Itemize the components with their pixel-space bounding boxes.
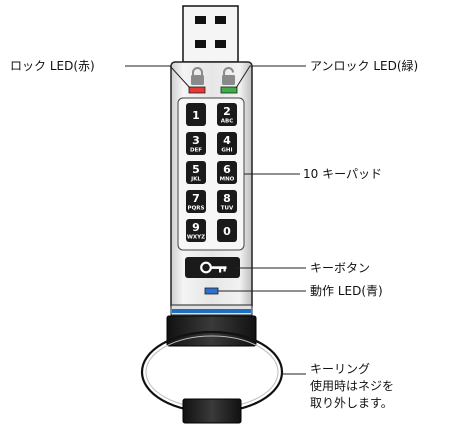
keypad-key-letters: DEF [190,148,202,154]
padlock-open-icon [222,67,235,85]
unlock-led-label: アンロック LED(緑) [310,58,418,73]
unlock-led [220,86,238,94]
key-button-label: キーボタン [310,261,370,275]
keypad-key-number: 5 [192,163,200,176]
keypad-key-letters: JKL [190,177,201,183]
key-ring-label: キーリング [310,362,370,376]
keypad-key-number: 2 [223,105,231,118]
keypad-key-number: 8 [223,192,231,205]
key-icon [200,261,227,274]
activity-led-label: 動作 LED(青) [310,284,383,298]
lock-led-label: ロック LED(赤) [10,59,95,73]
keypad-key-0[interactable]: 0 [217,219,237,242]
lock-led [188,86,206,94]
keypad-key-number: 3 [192,134,200,147]
keypad-key-number: 0 [223,225,231,238]
keypad-key-letters: ABC [221,119,234,125]
padlock-closed-icon [191,67,204,85]
keypad-key-number: 1 [192,109,200,122]
keypad-key-letters: WXYZ [187,235,205,241]
keypad-key-letters: MNO [220,177,235,183]
keypad-key-letters: PQRS [188,206,205,212]
activity-led [204,287,219,295]
keypad-key-letters: TUV [221,206,234,212]
keypad-key-number: 4 [223,134,231,147]
key-button[interactable] [185,257,240,278]
keypad-label: 10 キーパッド [303,167,382,181]
keypad-key-number: 7 [192,192,200,205]
leader-lines [125,65,306,375]
keypad-key-letters: GHI [221,148,232,154]
key-ring-note-line2: 取り外します。 [310,396,393,410]
usb-connector [182,5,239,63]
keypad-key-number: 9 [192,221,200,234]
keypad-key-1[interactable]: 1 [186,103,206,126]
keypad-key-number: 6 [223,163,231,176]
key-ring [140,330,284,424]
key-ring-note-line1: 使用時はネジを [310,378,394,393]
